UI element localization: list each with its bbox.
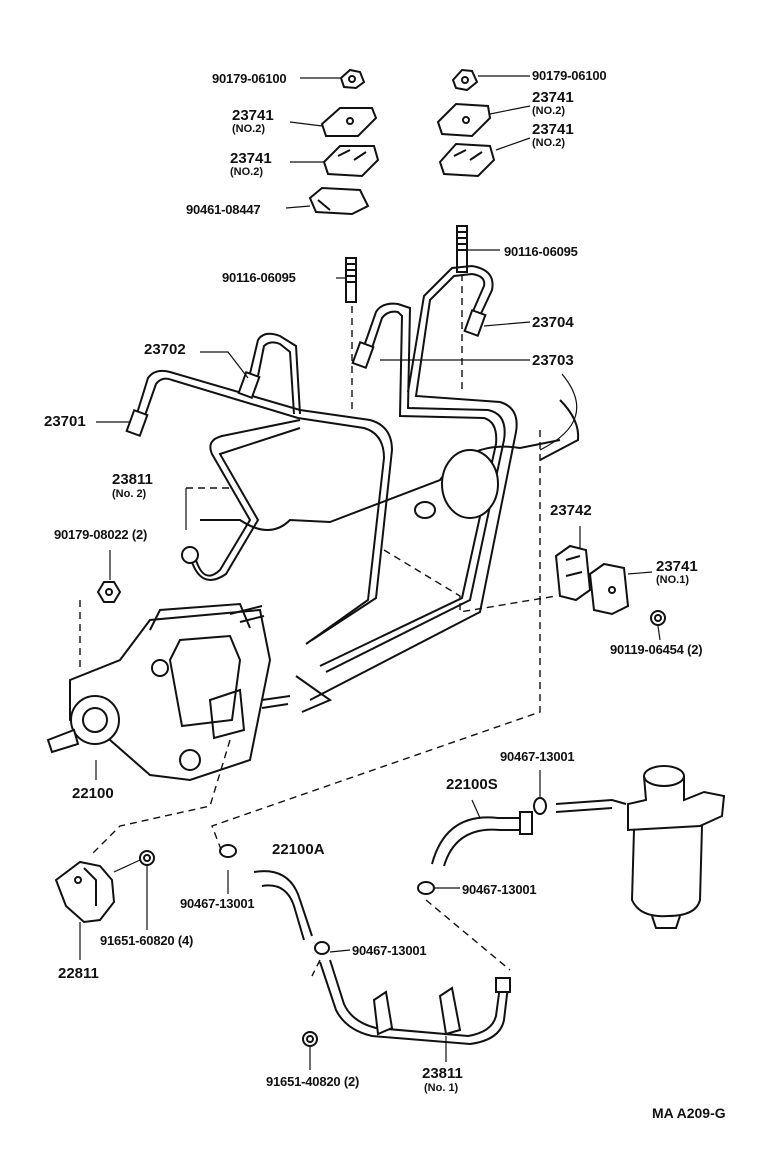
label-23741-right-lower: 23741 <box>532 121 574 138</box>
label-23741-left-upper-sub: (NO.2) <box>232 123 265 135</box>
clamp-23741-right-lower <box>438 142 496 178</box>
label-90119-06454: 90119-06454 (2) <box>610 642 703 657</box>
nut-90179-08022 <box>96 581 122 603</box>
label-23741-left-lower-sub: (NO.2) <box>230 166 263 178</box>
label-23741-left-lower: 23741 <box>230 150 272 167</box>
clamp-23741-right-upper <box>436 102 492 138</box>
label-90467-13001-mid: 90467-13001 <box>352 943 427 958</box>
label-23741-no1-sub: (NO.1) <box>656 574 689 586</box>
diagram-reference-code: MA A209-G <box>652 1105 726 1121</box>
hose-22100s <box>431 811 533 867</box>
label-90179-06100-left: 90179-06100 <box>212 71 287 86</box>
hose-22100a <box>253 870 313 941</box>
label-90461-08447: 90461-08447 <box>186 202 261 217</box>
label-22100: 22100 <box>72 785 114 802</box>
engine-block-outline <box>200 399 580 531</box>
bolt-91651-40820 <box>302 1031 318 1047</box>
label-23811-no2-sub: (No. 2) <box>112 488 147 500</box>
label-23704: 23704 <box>532 314 574 331</box>
label-90116-06095-right: 90116-06095 <box>504 244 578 259</box>
label-23702: 23702 <box>144 341 186 358</box>
label-23741-left-upper: 23741 <box>232 107 274 124</box>
label-23741-right-lower-sub: (NO.2) <box>532 137 565 149</box>
label-90467-13001-top: 90467-13001 <box>500 749 575 764</box>
hose-clips-90467-13001 <box>219 797 547 955</box>
bracket-90461-08447 <box>308 186 370 216</box>
stud-90116-06095-left <box>345 257 357 303</box>
pipe-23811-no1 <box>319 959 511 1046</box>
fuel-filter <box>555 765 726 929</box>
label-90467-13001-right: 90467-13001 <box>462 882 537 897</box>
curved-leader-23703 <box>539 373 578 451</box>
label-23701: 23701 <box>44 413 86 430</box>
injection-pump-22100 <box>46 602 291 782</box>
label-90179-06100-right: 90179-06100 <box>532 68 607 83</box>
label-23811-no1: 23811 <box>422 1065 463 1082</box>
bracket-22811 <box>54 860 116 924</box>
dashed-reference-lines <box>79 274 557 977</box>
label-22100s: 22100S <box>446 776 498 793</box>
label-23811-no1-sub: (No. 1) <box>424 1082 459 1094</box>
clamp-23741-no1 <box>588 562 630 616</box>
label-90179-08022: 90179-08022 (2) <box>54 527 148 542</box>
label-23741-right-upper-sub: (NO.2) <box>532 105 565 117</box>
label-23703: 23703 <box>532 352 574 369</box>
label-23742: 23742 <box>550 502 592 519</box>
stud-90116-06095-right <box>456 225 468 273</box>
clamp-23741-left-upper <box>320 107 378 137</box>
pipe-fittings <box>125 308 487 438</box>
label-23811-no2: 23811 <box>112 471 153 488</box>
label-22100a: 22100A <box>272 841 325 858</box>
label-90467-13001-left: 90467-13001 <box>180 896 255 911</box>
injection-pipes <box>134 264 518 713</box>
bolt-90119-06454 <box>650 610 666 626</box>
return-pipe-23811-no2 <box>181 419 301 581</box>
nut-90179-06100-left <box>339 68 366 90</box>
nut-90179-06100-right <box>451 68 479 92</box>
leader-lines <box>79 75 661 1070</box>
label-91651-40820: 91651-40820 (2) <box>266 1074 360 1089</box>
clamp-23742 <box>554 544 592 602</box>
label-90116-06095-left: 90116-06095 <box>222 270 296 285</box>
label-91651-60820: 91651-60820 (4) <box>100 933 194 948</box>
clamp-23741-left-lower <box>322 145 380 178</box>
label-23741-right-upper: 23741 <box>532 89 574 106</box>
label-23741-no1: 23741 <box>656 558 698 575</box>
bolt-91651-60820 <box>139 850 155 866</box>
label-22811: 22811 <box>58 965 99 982</box>
